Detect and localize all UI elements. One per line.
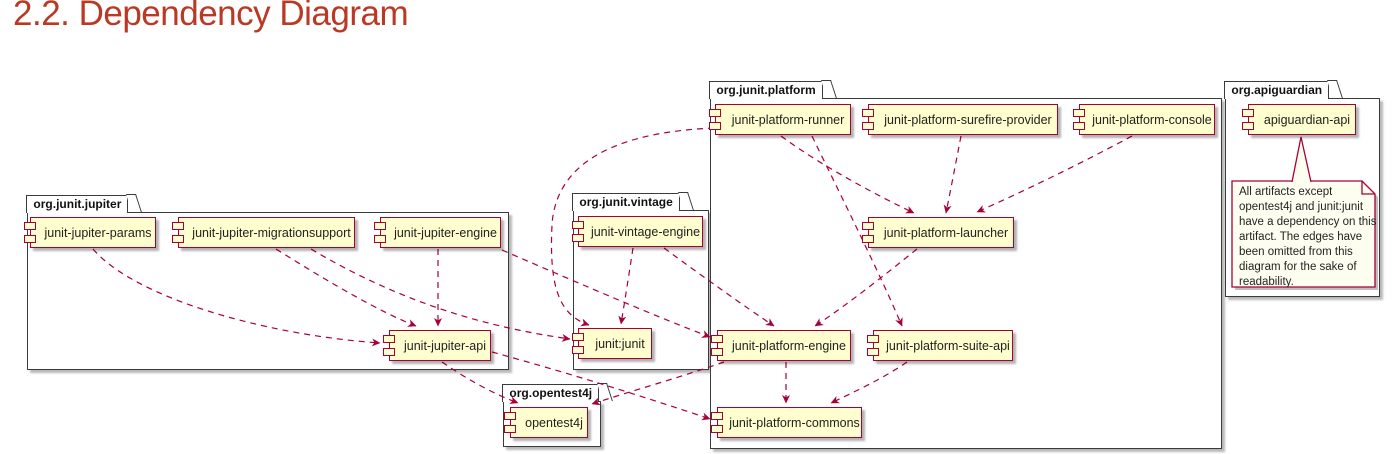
component-junit-platform-commons: junit-platform-commons xyxy=(711,407,862,438)
component-junit-vintage-engine: junit-vintage-engine xyxy=(572,216,703,247)
component-port-icon xyxy=(572,221,584,229)
component-label: junit-platform-engine xyxy=(732,338,846,353)
component-label: junit-platform-commons xyxy=(729,415,860,430)
component-port-icon xyxy=(862,222,874,230)
package-tab: org.apiguardian xyxy=(1224,81,1330,100)
component-label: junit-jupiter-api xyxy=(404,338,486,353)
component-port-icon xyxy=(1073,122,1085,130)
component-port-icon xyxy=(24,235,36,243)
component-label: apiguardian-api xyxy=(1263,112,1351,127)
component-port-icon xyxy=(24,222,36,230)
component-label: junit-platform-console xyxy=(1092,112,1212,127)
page-title: 2.2. Dependency Diagram xyxy=(13,0,409,33)
component-label: junit-platform-launcher xyxy=(883,225,1009,240)
component-junit-jupiter-migrationsupport: junit-jupiter-migrationsupport xyxy=(172,217,355,248)
component-port-icon xyxy=(383,348,395,356)
component-port-icon xyxy=(711,412,723,420)
component-port-icon xyxy=(374,222,386,230)
package-tab: org.junit.jupiter xyxy=(26,195,129,214)
component-opentest4j: opentest4j xyxy=(504,407,588,438)
component-port-icon xyxy=(709,122,721,130)
component-label: junit-platform-runner xyxy=(731,112,845,127)
component-port-icon xyxy=(862,235,874,243)
component-junit-platform-engine: junit-platform-engine xyxy=(711,330,851,361)
component-junit-jupiter-engine: junit-jupiter-engine xyxy=(374,217,501,248)
component-port-icon xyxy=(172,235,184,243)
component-port-icon xyxy=(711,425,723,433)
component-label: junit-platform-suite-api xyxy=(886,338,1010,353)
component-label: junit:junit xyxy=(595,336,645,351)
package-name: org.junit.platform xyxy=(716,83,816,97)
component-port-icon xyxy=(711,335,723,343)
package-tab: org.junit.vintage xyxy=(572,193,680,212)
component-junit-platform-runner: junit-platform-runner xyxy=(709,104,851,135)
component-port-icon xyxy=(504,425,516,433)
component-port-icon xyxy=(374,235,386,243)
package-name: org.opentest4j xyxy=(509,386,593,400)
component-port-icon xyxy=(709,109,721,117)
component-port-icon xyxy=(572,333,584,341)
component-junit-platform-launcher: junit-platform-launcher xyxy=(862,217,1014,248)
component-port-icon xyxy=(1242,109,1254,117)
component-port-icon xyxy=(572,346,584,354)
note-text: All artifacts except opentest4j and juni… xyxy=(1239,186,1377,288)
component-port-icon xyxy=(862,109,874,117)
package-org.junit.platform: org.junit.platform xyxy=(709,81,1222,449)
component-port-icon xyxy=(1242,122,1254,130)
component-apiguardian-api: apiguardian-api xyxy=(1242,104,1356,135)
component-label: junit-jupiter-migrationsupport xyxy=(192,225,351,240)
package-tab: org.junit.platform xyxy=(709,81,823,100)
component-port-icon xyxy=(711,348,723,356)
component-label: junit-jupiter-params xyxy=(44,225,152,240)
component-label: junit-vintage-engine xyxy=(590,224,701,239)
component-junit-junit: junit:junit xyxy=(572,328,652,359)
component-label: junit-jupiter-engine xyxy=(394,225,497,240)
component-label: junit-platform-surefire-provider xyxy=(884,112,1052,127)
component-junit-jupiter-params: junit-jupiter-params xyxy=(24,217,156,248)
component-port-icon xyxy=(504,412,516,420)
package-name: org.apiguardian xyxy=(1231,83,1323,97)
component-junit-platform-console: junit-platform-console xyxy=(1073,104,1215,135)
component-junit-platform-surefire-provider: junit-platform-surefire-provider xyxy=(862,104,1058,135)
component-port-icon xyxy=(867,335,879,343)
package-tab: org.opentest4j xyxy=(502,384,600,403)
component-port-icon xyxy=(867,348,879,356)
component-label: opentest4j xyxy=(525,415,583,430)
package-name: org.junit.vintage xyxy=(579,195,673,209)
component-junit-platform-suite-api: junit-platform-suite-api xyxy=(867,330,1013,361)
package-name: org.junit.jupiter xyxy=(33,197,122,211)
component-port-icon xyxy=(862,122,874,130)
component-junit-jupiter-api: junit-jupiter-api xyxy=(383,330,491,361)
component-port-icon xyxy=(383,335,395,343)
component-port-icon xyxy=(172,222,184,230)
component-port-icon xyxy=(572,234,584,242)
component-port-icon xyxy=(1073,109,1085,117)
